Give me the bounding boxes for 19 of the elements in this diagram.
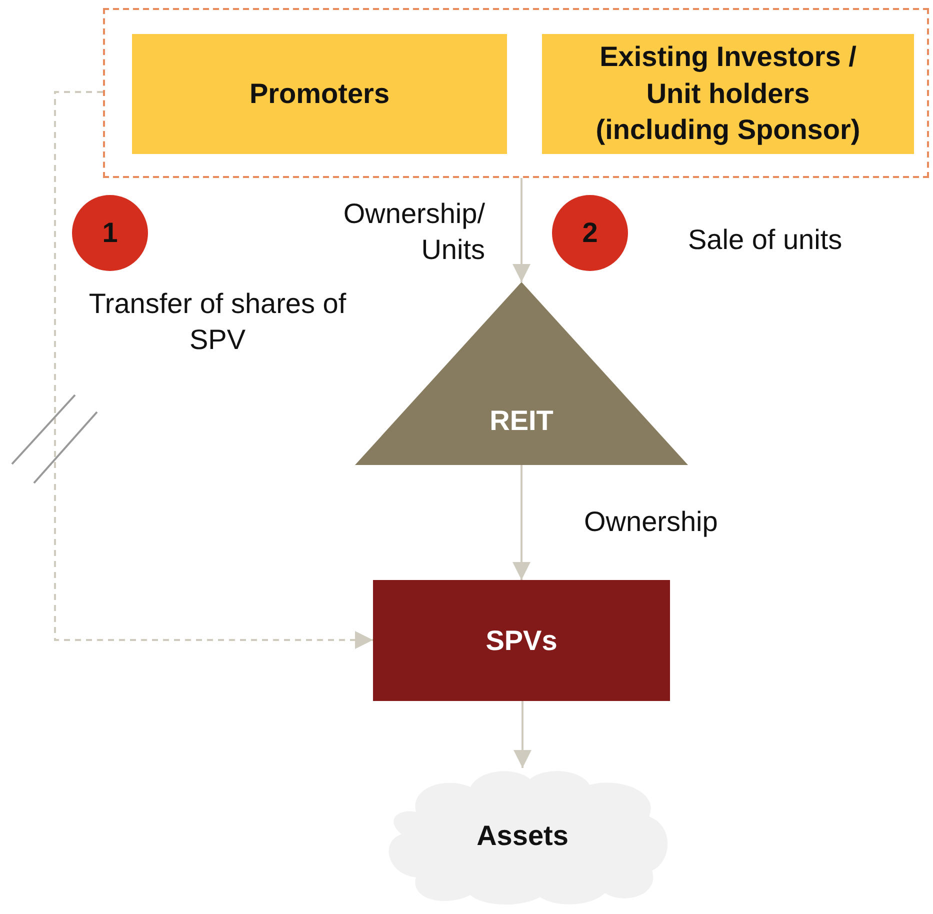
stakeholder-box [132,34,507,154]
edge-label: Ownership [584,505,719,539]
entity-box [373,580,670,701]
arrow [512,178,530,282]
node-label: 1 [102,217,118,249]
node-label: Assets [476,820,568,852]
node-label: Promoters [249,76,390,111]
arrow [514,701,532,768]
step-description: Sale of units [688,223,844,257]
arrow [54,91,373,649]
stakeholder-box [542,34,914,154]
dashed-frame [103,8,929,178]
edge-label: Ownership/ Units [342,197,485,268]
node-label: SPVs [486,624,558,656]
node-label: Existing Investors / Unit holders (including Sponsor) [594,40,862,148]
node-label: 2 [582,217,598,249]
node-label: REIT [490,405,554,437]
step-description: Transfer of shares of SPV [88,287,348,358]
arrow [512,465,530,580]
